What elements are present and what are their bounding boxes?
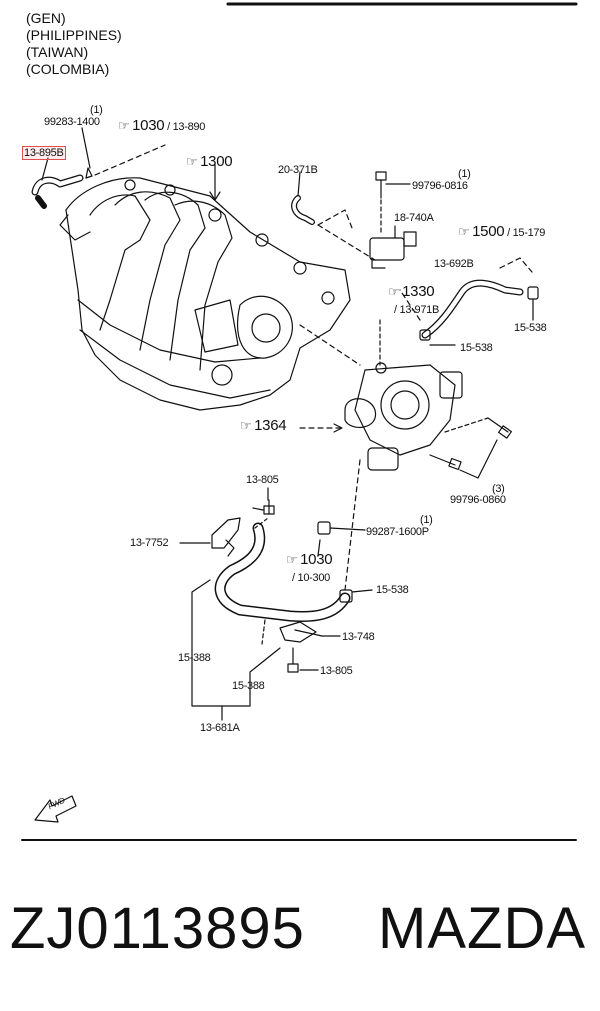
throttle-body xyxy=(344,362,463,471)
ref-1030-bottom[interactable]: ☞ 1030 xyxy=(286,551,333,568)
bolt-13-805-bottom xyxy=(287,647,299,673)
part-label-13-692b: 13-692B xyxy=(434,258,474,270)
part-label-15-388: 15-388 xyxy=(232,680,265,692)
part-label-99287-1600p: 99287-1600P xyxy=(366,526,429,538)
pointing-hand-icon: ☞ xyxy=(286,552,298,567)
part-number: ZJ0113895 xyxy=(10,896,305,961)
part-label-13-805: 13-805 xyxy=(320,665,353,677)
clip-13-748 xyxy=(279,621,323,643)
hose-15-388 xyxy=(214,522,353,622)
qty-label: (1) xyxy=(90,104,103,116)
connector-99287-1600p xyxy=(317,521,331,535)
part-label-13-895b[interactable]: 13-895B xyxy=(22,146,66,160)
vacuum-hose-13-895b xyxy=(31,174,84,209)
ref-1364[interactable]: ☞ 1364 xyxy=(240,417,287,434)
hose-20-371b xyxy=(291,195,315,225)
pointing-hand-icon: ☞ xyxy=(186,154,198,169)
pointing-hand-icon: ☞ xyxy=(388,284,400,299)
market-item: (PHILIPPINES) xyxy=(26,27,122,43)
qty-label: (1) xyxy=(420,514,433,526)
part-label-99283-1400: 99283-1400 xyxy=(44,116,100,128)
ref-1330-sub: / 13-971B xyxy=(394,304,440,316)
part-label-18-740a: 18-740A xyxy=(394,212,434,224)
bolts-99796-0860 xyxy=(429,417,512,479)
clamp-99283-1400 xyxy=(85,167,93,179)
footer-title: ZJ0113895 MAZDA xyxy=(10,895,595,962)
intake-manifold xyxy=(59,177,351,411)
part-label-15-538: 15-538 xyxy=(376,584,409,596)
leader-13-895b xyxy=(41,157,49,181)
ref-1330[interactable]: ☞ 1330 xyxy=(388,283,435,300)
hose-13-692b xyxy=(421,279,524,339)
part-label-99796-0860: 99796-0860 xyxy=(450,494,506,506)
part-label-99796-0816: 99796-0816 xyxy=(412,180,468,192)
ref-1500[interactable]: ☞ 1500 / 15-179 xyxy=(458,223,546,240)
qty-label: (3) xyxy=(492,483,505,495)
arrow-1300-head xyxy=(209,191,221,201)
fwd-arrow-icon xyxy=(34,795,77,823)
part-label-15-538: 15-538 xyxy=(514,322,547,334)
solenoid-18-740a xyxy=(369,225,417,269)
ref-1300[interactable]: ☞ 1300 xyxy=(186,153,233,170)
part-label-13-748: 13-748 xyxy=(342,631,375,643)
clamp-15-538-b xyxy=(419,329,431,341)
market-item: (GEN) xyxy=(26,10,66,26)
bracket-13-7752 xyxy=(211,517,241,557)
qty-label: (1) xyxy=(458,168,471,180)
part-label-13-805: 13-805 xyxy=(246,474,279,486)
pointing-hand-icon: ☞ xyxy=(118,118,130,133)
part-label-13-7752: 13-7752 xyxy=(130,537,169,549)
pointing-hand-icon: ☞ xyxy=(458,224,470,239)
ref-1030-top[interactable]: ☞ 1030 / 13-890 xyxy=(118,117,206,134)
part-label-15-388: 15-388 xyxy=(178,652,211,664)
bolt-13-805-top xyxy=(252,499,275,515)
part-label-15-538: 15-538 xyxy=(460,342,493,354)
leader-99283-1400 xyxy=(81,127,91,169)
market-list: (GEN) (PHILIPPINES) (TAIWAN) (COLOMBIA) xyxy=(26,10,122,78)
brand-name: MAZDA xyxy=(378,896,587,961)
bolt-99796-0816 xyxy=(375,171,411,199)
market-item: (COLOMBIA) xyxy=(26,61,110,77)
dash-1030-top xyxy=(94,144,166,176)
leader-13-681a xyxy=(191,579,281,707)
market-item: (TAIWAN) xyxy=(26,44,89,60)
part-label-20-371b: 20-371B xyxy=(278,164,318,176)
pointing-hand-icon: ☞ xyxy=(240,418,252,433)
ref-1030-bottom-sub: / 10-300 xyxy=(292,572,330,584)
part-label-13-681a: 13-681A xyxy=(200,722,240,734)
clamp-15-538-a xyxy=(527,286,539,300)
